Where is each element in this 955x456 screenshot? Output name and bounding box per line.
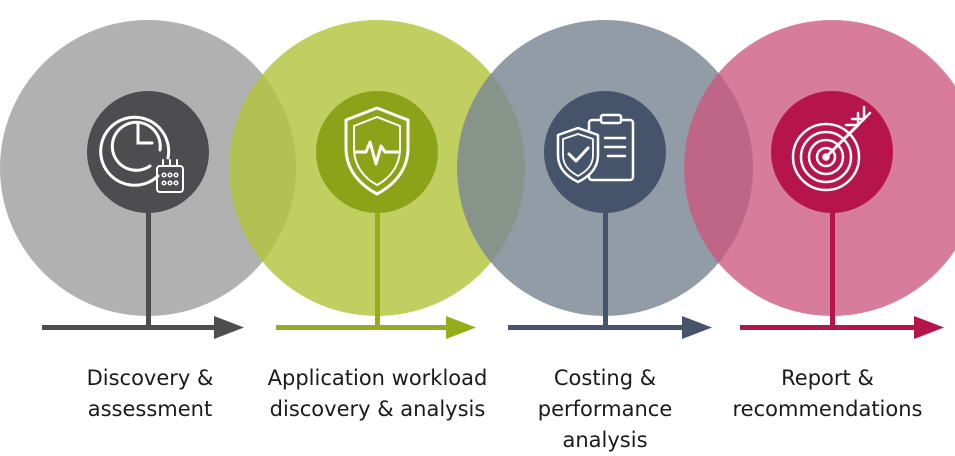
step-3-label: Costing & performance analysis [537, 366, 673, 452]
step-1-stem [146, 200, 151, 328]
step-2-label: Application workload discovery & analysi… [267, 366, 488, 421]
target-arrow-icon [791, 105, 872, 192]
step-4-arrow [740, 316, 944, 339]
step-4-stem [830, 200, 835, 328]
step-3-arrow [508, 316, 712, 339]
shield-check-clipboard-icon [556, 113, 635, 184]
step-3-icon-circle [544, 91, 666, 213]
step-1-arrow [42, 316, 244, 339]
step-2-arrow [276, 316, 476, 339]
step-3-stem [603, 200, 608, 328]
step-1-label: Discovery & assessment [86, 366, 214, 421]
step-4-label: Report & recommendations [732, 366, 923, 421]
shield-heartbeat-icon [344, 106, 410, 196]
step-1-icon-circle [87, 91, 209, 213]
step-2-stem [375, 200, 380, 328]
clock-calendar-icon [99, 115, 184, 193]
